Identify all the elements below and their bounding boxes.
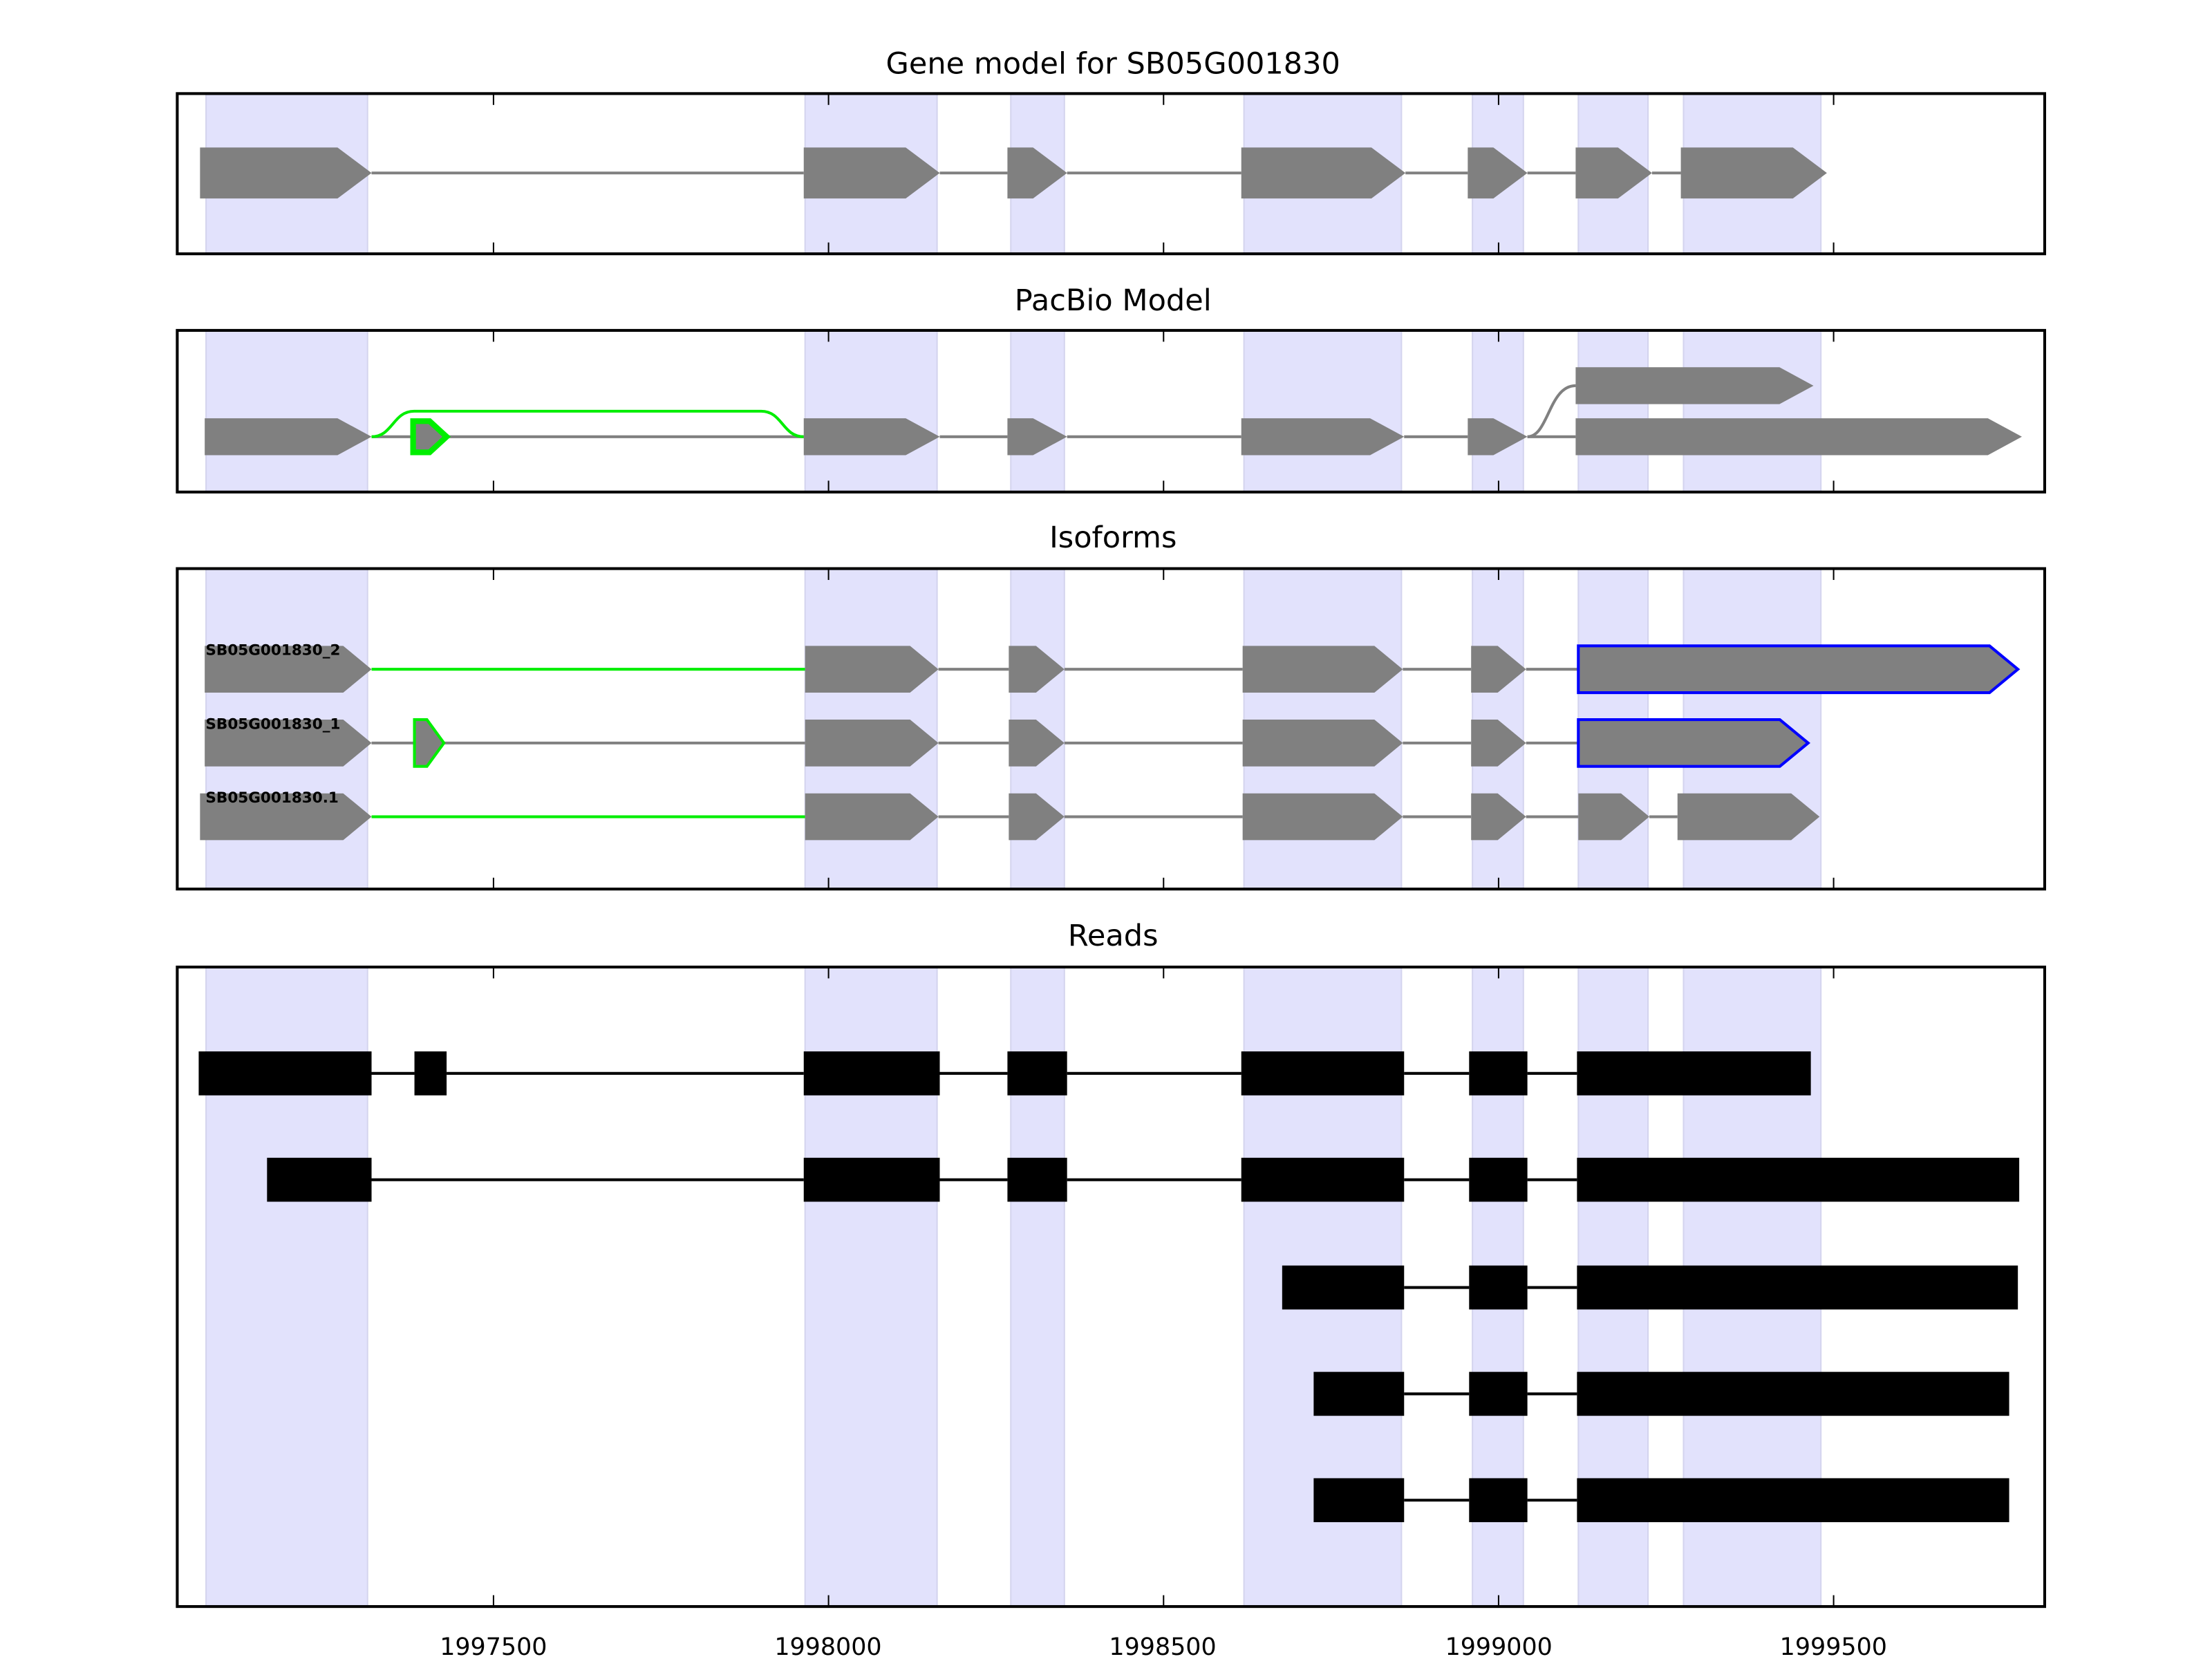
exon <box>803 418 940 456</box>
exon <box>1242 793 1403 841</box>
read-block <box>1469 1157 1528 1202</box>
x-tick-label: 1999500 <box>1780 1633 1887 1659</box>
read-block <box>1577 1157 2020 1202</box>
x-tick-label: 1998000 <box>774 1633 881 1659</box>
exon <box>1009 720 1065 767</box>
exon <box>805 793 939 841</box>
exon <box>1680 147 1827 199</box>
alt-exon <box>1577 718 1810 768</box>
exon <box>1007 147 1067 199</box>
read-block <box>1577 1371 2009 1416</box>
exon-shade <box>1683 329 1822 493</box>
exon-shade <box>1010 329 1065 493</box>
panel-title-gene-model: Gene model for SB05G001830 <box>886 47 1340 82</box>
read-block <box>1282 1265 1405 1310</box>
read-block <box>1007 1051 1067 1096</box>
exon <box>1009 793 1065 841</box>
exon <box>1471 720 1526 767</box>
exon <box>1471 793 1526 841</box>
exon <box>1575 367 1814 404</box>
exon <box>205 646 372 693</box>
isoform-label: SB05G001830_2 <box>205 642 340 659</box>
panel-1 <box>176 328 2046 494</box>
read-block <box>267 1157 372 1202</box>
exon <box>1007 418 1067 456</box>
x-tick-label: 1999000 <box>1445 1633 1553 1659</box>
exon <box>200 793 372 841</box>
exon <box>1241 418 1405 456</box>
read-block <box>1313 1478 1405 1523</box>
read-block <box>414 1051 447 1096</box>
exon <box>1241 147 1406 199</box>
read-block <box>1469 1478 1528 1523</box>
exon-shade <box>804 329 938 493</box>
isoform-label: SB05G001830.1 <box>205 789 338 807</box>
exon <box>1242 646 1403 693</box>
read-block <box>1007 1157 1067 1202</box>
exon <box>1242 720 1403 767</box>
read-block <box>1577 1265 2018 1310</box>
read-block <box>1313 1371 1405 1416</box>
panel-0 <box>176 92 2046 256</box>
isoform-label: SB05G001830_1 <box>205 715 340 733</box>
splice-arc <box>371 409 804 438</box>
exon <box>1575 147 1652 199</box>
exon-shade <box>1243 329 1403 493</box>
read-block <box>1577 1051 1811 1096</box>
read-block <box>803 1051 940 1096</box>
exon <box>1468 418 1528 456</box>
exon <box>1578 793 1650 841</box>
exon <box>200 147 372 199</box>
panel-title-isoforms: Isoforms <box>1049 521 1177 555</box>
read-block <box>1241 1051 1405 1096</box>
exon <box>805 646 939 693</box>
novel-exon <box>410 418 451 456</box>
x-tick-label: 1998500 <box>1109 1633 1216 1659</box>
x-tick-label: 1997500 <box>440 1633 547 1659</box>
read-block <box>1577 1478 2009 1523</box>
exon <box>1677 793 1820 841</box>
panel-title-reads: Reads <box>1068 919 1159 953</box>
exon <box>1468 147 1528 199</box>
exon <box>205 418 372 456</box>
exon <box>205 720 372 767</box>
exon <box>805 720 939 767</box>
axes-frame <box>176 328 2046 494</box>
axes-frame <box>176 92 2046 256</box>
exon <box>1575 418 2022 456</box>
panel-title-pacbio: PacBio Model <box>1015 283 1212 318</box>
panel-3 <box>176 965 2046 1609</box>
read-block <box>1469 1371 1528 1416</box>
alt-exon <box>1577 644 2021 695</box>
read-block <box>1469 1051 1528 1096</box>
exon-shade <box>1577 329 1649 493</box>
branch-line <box>1527 384 1576 438</box>
novel-exon <box>413 718 446 768</box>
exon <box>803 147 940 199</box>
axes-frame <box>176 567 2046 891</box>
exon-shade <box>1472 329 1524 493</box>
read-block <box>1469 1265 1528 1310</box>
read-block <box>803 1157 940 1202</box>
exon <box>1471 646 1526 693</box>
read-block <box>198 1051 372 1096</box>
exon-shade <box>205 329 368 493</box>
read-block <box>1241 1157 1405 1202</box>
axes-frame <box>176 965 2046 1609</box>
exon <box>1009 646 1065 693</box>
